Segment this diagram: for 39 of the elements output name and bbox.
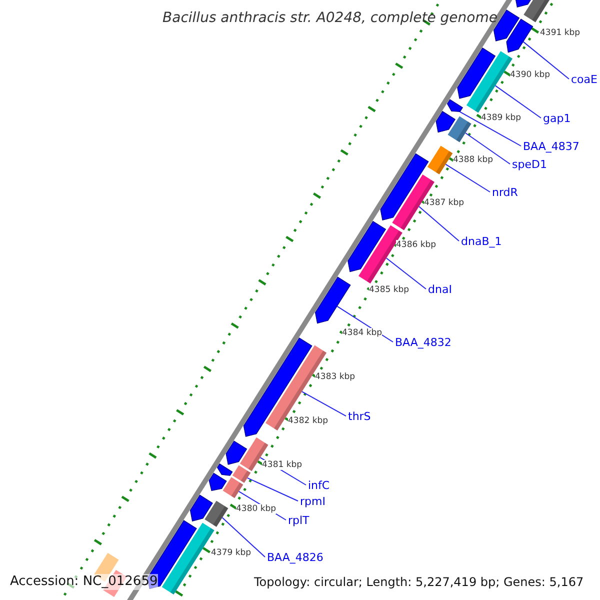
tick-label: 4389 kbp — [481, 112, 522, 124]
leader-line — [418, 206, 460, 242]
map-title: Bacillus anthracis str. A0248, complete genome — [162, 10, 498, 26]
tick-label: 4386 kbp — [396, 240, 436, 250]
gene-label: BAA_4837 — [523, 140, 580, 154]
leader-line — [465, 132, 510, 164]
leader-line — [522, 41, 570, 80]
gene-label: rplT — [288, 514, 310, 528]
gene-label: infC — [308, 479, 330, 493]
leader-line — [222, 517, 266, 558]
leader-line — [386, 258, 426, 290]
tick-label: 4385 kbp — [369, 284, 410, 296]
leader-line — [445, 164, 490, 192]
gene-label: speD1 — [512, 158, 547, 172]
tick-label: 4381 kbp — [262, 460, 302, 470]
gene-label: gap1 — [543, 112, 571, 126]
leader-line — [494, 85, 542, 118]
tick-label: 4390 kbp — [510, 70, 550, 80]
leader-line — [301, 391, 346, 416]
accession-text: Accession: NC_012659 — [10, 574, 158, 590]
gene-label: BAA_4826 — [267, 551, 324, 565]
tick-label: 4382 kbp — [288, 416, 328, 426]
gene-label: coaE — [571, 73, 598, 87]
topology-text: Topology: circular; Length: 5,227,419 bp; Genes: 5,167 — [254, 574, 584, 590]
tick-label: 4380 kbp — [236, 504, 276, 514]
tick-label: 4383 kbp — [315, 372, 356, 382]
leader-line — [246, 477, 298, 502]
gene-label: nrdR — [492, 186, 518, 200]
gene-label: rpmI — [300, 495, 326, 509]
tick-label: 4388 kbp — [453, 154, 494, 166]
tick-label: 4391 kbp — [540, 28, 580, 38]
tick-label: 4387 kbp — [424, 198, 464, 208]
tick-label: 4379 kbp — [211, 548, 252, 558]
leader-line — [459, 111, 522, 146]
gene-label: BAA_4832 — [395, 336, 452, 350]
gene-label: dnaI — [428, 283, 452, 297]
gene-label: dnaB_1 — [461, 235, 502, 249]
gene-label: thrS — [348, 410, 371, 424]
tick-label: 4384 kbp — [342, 328, 382, 338]
